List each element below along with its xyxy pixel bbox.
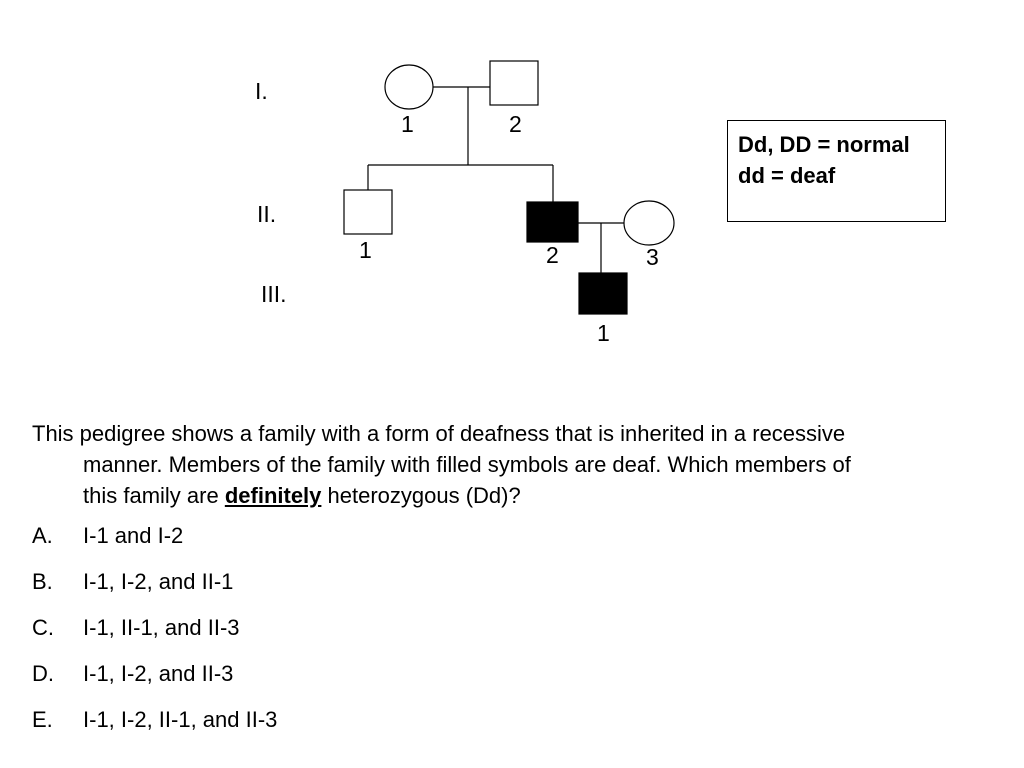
option-text: I-1, II-1, and II-3 (83, 615, 240, 640)
individual-ii3-female-symbol (623, 200, 675, 246)
individual-i1-female-symbol (384, 64, 434, 110)
question-block: This pedigree shows a family with a form… (32, 418, 862, 750)
individual-i2-male-symbol (489, 60, 539, 106)
answer-option-e: E. I-1, I-2, II-1, and II-3 (32, 704, 862, 750)
option-letter: D. (32, 661, 54, 686)
option-letter: E. (32, 707, 53, 732)
generation-label-iii: III. (261, 281, 287, 307)
option-letter: C. (32, 615, 54, 640)
option-letter: B. (32, 569, 53, 594)
individual-ii1-male-symbol (343, 189, 393, 235)
individual-iii1-affected-male-symbol (578, 272, 628, 315)
legend-line-deaf: dd = deaf (738, 163, 836, 188)
option-text: I-1, I-2, II-1, and II-3 (83, 707, 278, 732)
individual-number-i1: 1 (401, 111, 414, 137)
option-letter: A. (32, 523, 53, 548)
question-stem-part1: This pedigree shows a family with a form… (32, 421, 851, 508)
pedigree-chart (343, 60, 675, 315)
genotype-legend: Dd, DD = normal dd = deaf (727, 120, 946, 222)
generation-label-i: I. (255, 78, 268, 104)
answer-option-c: C. I-1, II-1, and II-3 (32, 612, 862, 658)
answer-option-d: D. I-1, I-2, and II-3 (32, 658, 862, 704)
answer-option-b: B. I-1, I-2, and II-1 (32, 566, 862, 612)
option-text: I-1, I-2, and II-3 (83, 661, 234, 686)
question-stem-part2: heterozygous (Dd)? (321, 483, 521, 508)
option-text: I-1, I-2, and II-1 (83, 569, 234, 594)
answer-option-a: A. I-1 and I-2 (32, 520, 862, 566)
individual-number-ii1: 1 (359, 237, 372, 263)
individual-number-i2: 2 (509, 111, 522, 137)
legend-line-normal: Dd, DD = normal (738, 132, 910, 157)
question-emphasis: definitely (224, 483, 322, 508)
answer-options: A. I-1 and I-2 B. I-1, I-2, and II-1 C. I-1… (32, 520, 862, 750)
option-text: I-1 and I-2 (83, 523, 184, 548)
generation-label-ii: II. (257, 201, 277, 227)
individual-number-ii3: 3 (646, 244, 659, 270)
individual-ii2-affected-male-symbol (526, 201, 579, 243)
individual-number-iii1: 1 (597, 320, 610, 346)
question-stem: This pedigree shows a family with a form… (32, 418, 862, 511)
individual-number-ii2: 2 (546, 242, 559, 268)
